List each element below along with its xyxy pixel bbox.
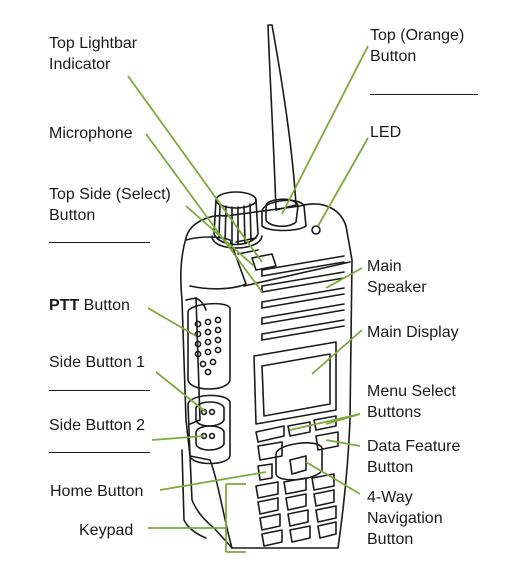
leader-top-side <box>185 205 255 267</box>
top-knob <box>211 191 263 249</box>
label-main-display: Main Display <box>367 324 459 341</box>
speaker-grille <box>261 255 345 341</box>
label-ptt-button: PTT Button <box>49 297 130 314</box>
blank-line-side-2 <box>49 452 150 453</box>
label-top-side-select-button: Top Side (Select) Button <box>49 186 171 224</box>
leader-data-feature <box>325 439 361 447</box>
leader-side-2 <box>151 435 205 441</box>
top-lightbar <box>251 253 277 271</box>
leader-microphone <box>145 133 263 293</box>
label-side-button-2: Side Button 2 <box>49 417 146 434</box>
leader-top-orange <box>281 45 369 215</box>
main-display <box>253 341 337 425</box>
top-orange-button <box>265 198 299 228</box>
keypad-keys <box>255 473 337 547</box>
ptt-button <box>187 302 231 390</box>
keypad-bracket <box>148 483 246 553</box>
leader-side-1 <box>155 371 207 413</box>
label-microphone: Microphone <box>49 125 133 142</box>
leader-led <box>317 137 369 227</box>
leader-menu-b <box>325 413 361 425</box>
blank-line-top-side <box>49 242 150 243</box>
antenna-base <box>261 199 307 232</box>
leader-main-speaker <box>325 267 363 289</box>
label-data-feature-button: Data Feature Button <box>367 438 461 476</box>
label-four-way-navigation-button: 4-Way Navigation Button <box>367 489 443 548</box>
navigation-cluster <box>257 431 339 481</box>
antenna <box>267 24 297 211</box>
label-led: LED <box>370 124 402 141</box>
label-top-lightbar-indicator: Top Lightbar Indicator <box>49 35 138 73</box>
label-side-button-1: Side Button 1 <box>49 354 146 371</box>
radio-body <box>180 203 353 549</box>
label-home-button: Home Button <box>50 483 144 500</box>
label-menu-select-buttons: Menu Select Buttons <box>367 383 456 421</box>
label-keypad: Keypad <box>79 522 134 539</box>
menu-select-buttons <box>255 415 337 443</box>
leader-top-lightbar <box>127 75 263 263</box>
blank-line-top-orange <box>370 94 478 95</box>
leader-ptt <box>147 307 197 337</box>
side-buttons <box>187 394 231 465</box>
label-top-orange-button: Top (Orange) Button <box>370 27 465 65</box>
leader-home <box>159 471 267 491</box>
label-main-speaker: Main Speaker <box>367 258 427 296</box>
led <box>311 225 321 235</box>
blank-line-side-1 <box>49 390 150 391</box>
leader-nav <box>305 461 361 495</box>
leader-lines <box>127 45 369 553</box>
leader-main-display <box>311 329 363 375</box>
